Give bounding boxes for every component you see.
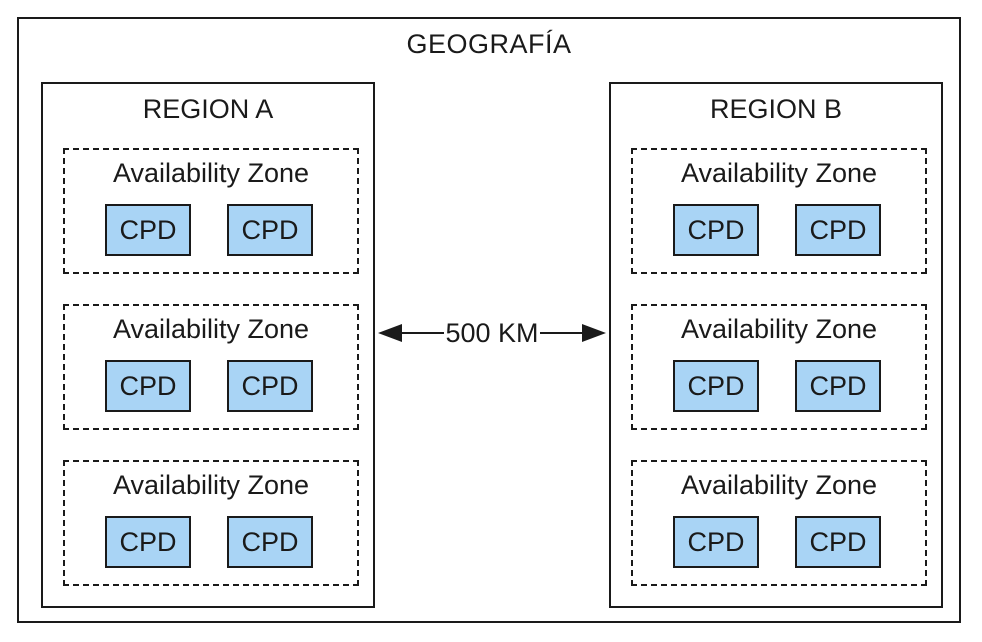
region-title: REGION A	[142, 94, 274, 124]
availability-zone: Availability Zone CPD CPD	[631, 460, 927, 586]
geography-title: GEOGRAFÍA	[406, 29, 572, 59]
cpd-box: CPD	[105, 360, 191, 412]
availability-zone: Availability Zone CPD CPD	[63, 304, 359, 430]
availability-zone: Availability Zone CPD CPD	[631, 304, 927, 430]
cpd-box: CPD	[105, 516, 191, 568]
cpd-box: CPD	[227, 204, 313, 256]
zone-title: Availability Zone	[112, 158, 310, 188]
distance-label: 500 KM	[444, 318, 540, 348]
zone-title: Availability Zone	[680, 470, 878, 500]
region-a: REGION A Availability Zone CPD CPD Avail…	[41, 82, 375, 608]
cpd-box: CPD	[673, 204, 759, 256]
cpd-box: CPD	[227, 516, 313, 568]
zone-title: Availability Zone	[112, 314, 310, 344]
zone-title: Availability Zone	[680, 314, 878, 344]
region-b: REGION B Availability Zone CPD CPD Avail…	[609, 82, 943, 608]
availability-zone: Availability Zone CPD CPD	[631, 148, 927, 274]
cpd-box: CPD	[673, 516, 759, 568]
distance-connector: 500 KM	[376, 313, 608, 353]
cpd-box: CPD	[673, 360, 759, 412]
availability-zone: Availability Zone CPD CPD	[63, 148, 359, 274]
cpd-box: CPD	[227, 360, 313, 412]
cpd-box: CPD	[795, 204, 881, 256]
zone-title: Availability Zone	[680, 158, 878, 188]
cpd-box: CPD	[795, 516, 881, 568]
cpd-box: CPD	[795, 360, 881, 412]
cpd-box: CPD	[105, 204, 191, 256]
zone-title: Availability Zone	[112, 470, 310, 500]
geography-container: GEOGRAFÍA REGION A Availability Zone CPD…	[17, 17, 961, 623]
availability-zone: Availability Zone CPD CPD	[63, 460, 359, 586]
region-title: REGION B	[709, 94, 843, 124]
